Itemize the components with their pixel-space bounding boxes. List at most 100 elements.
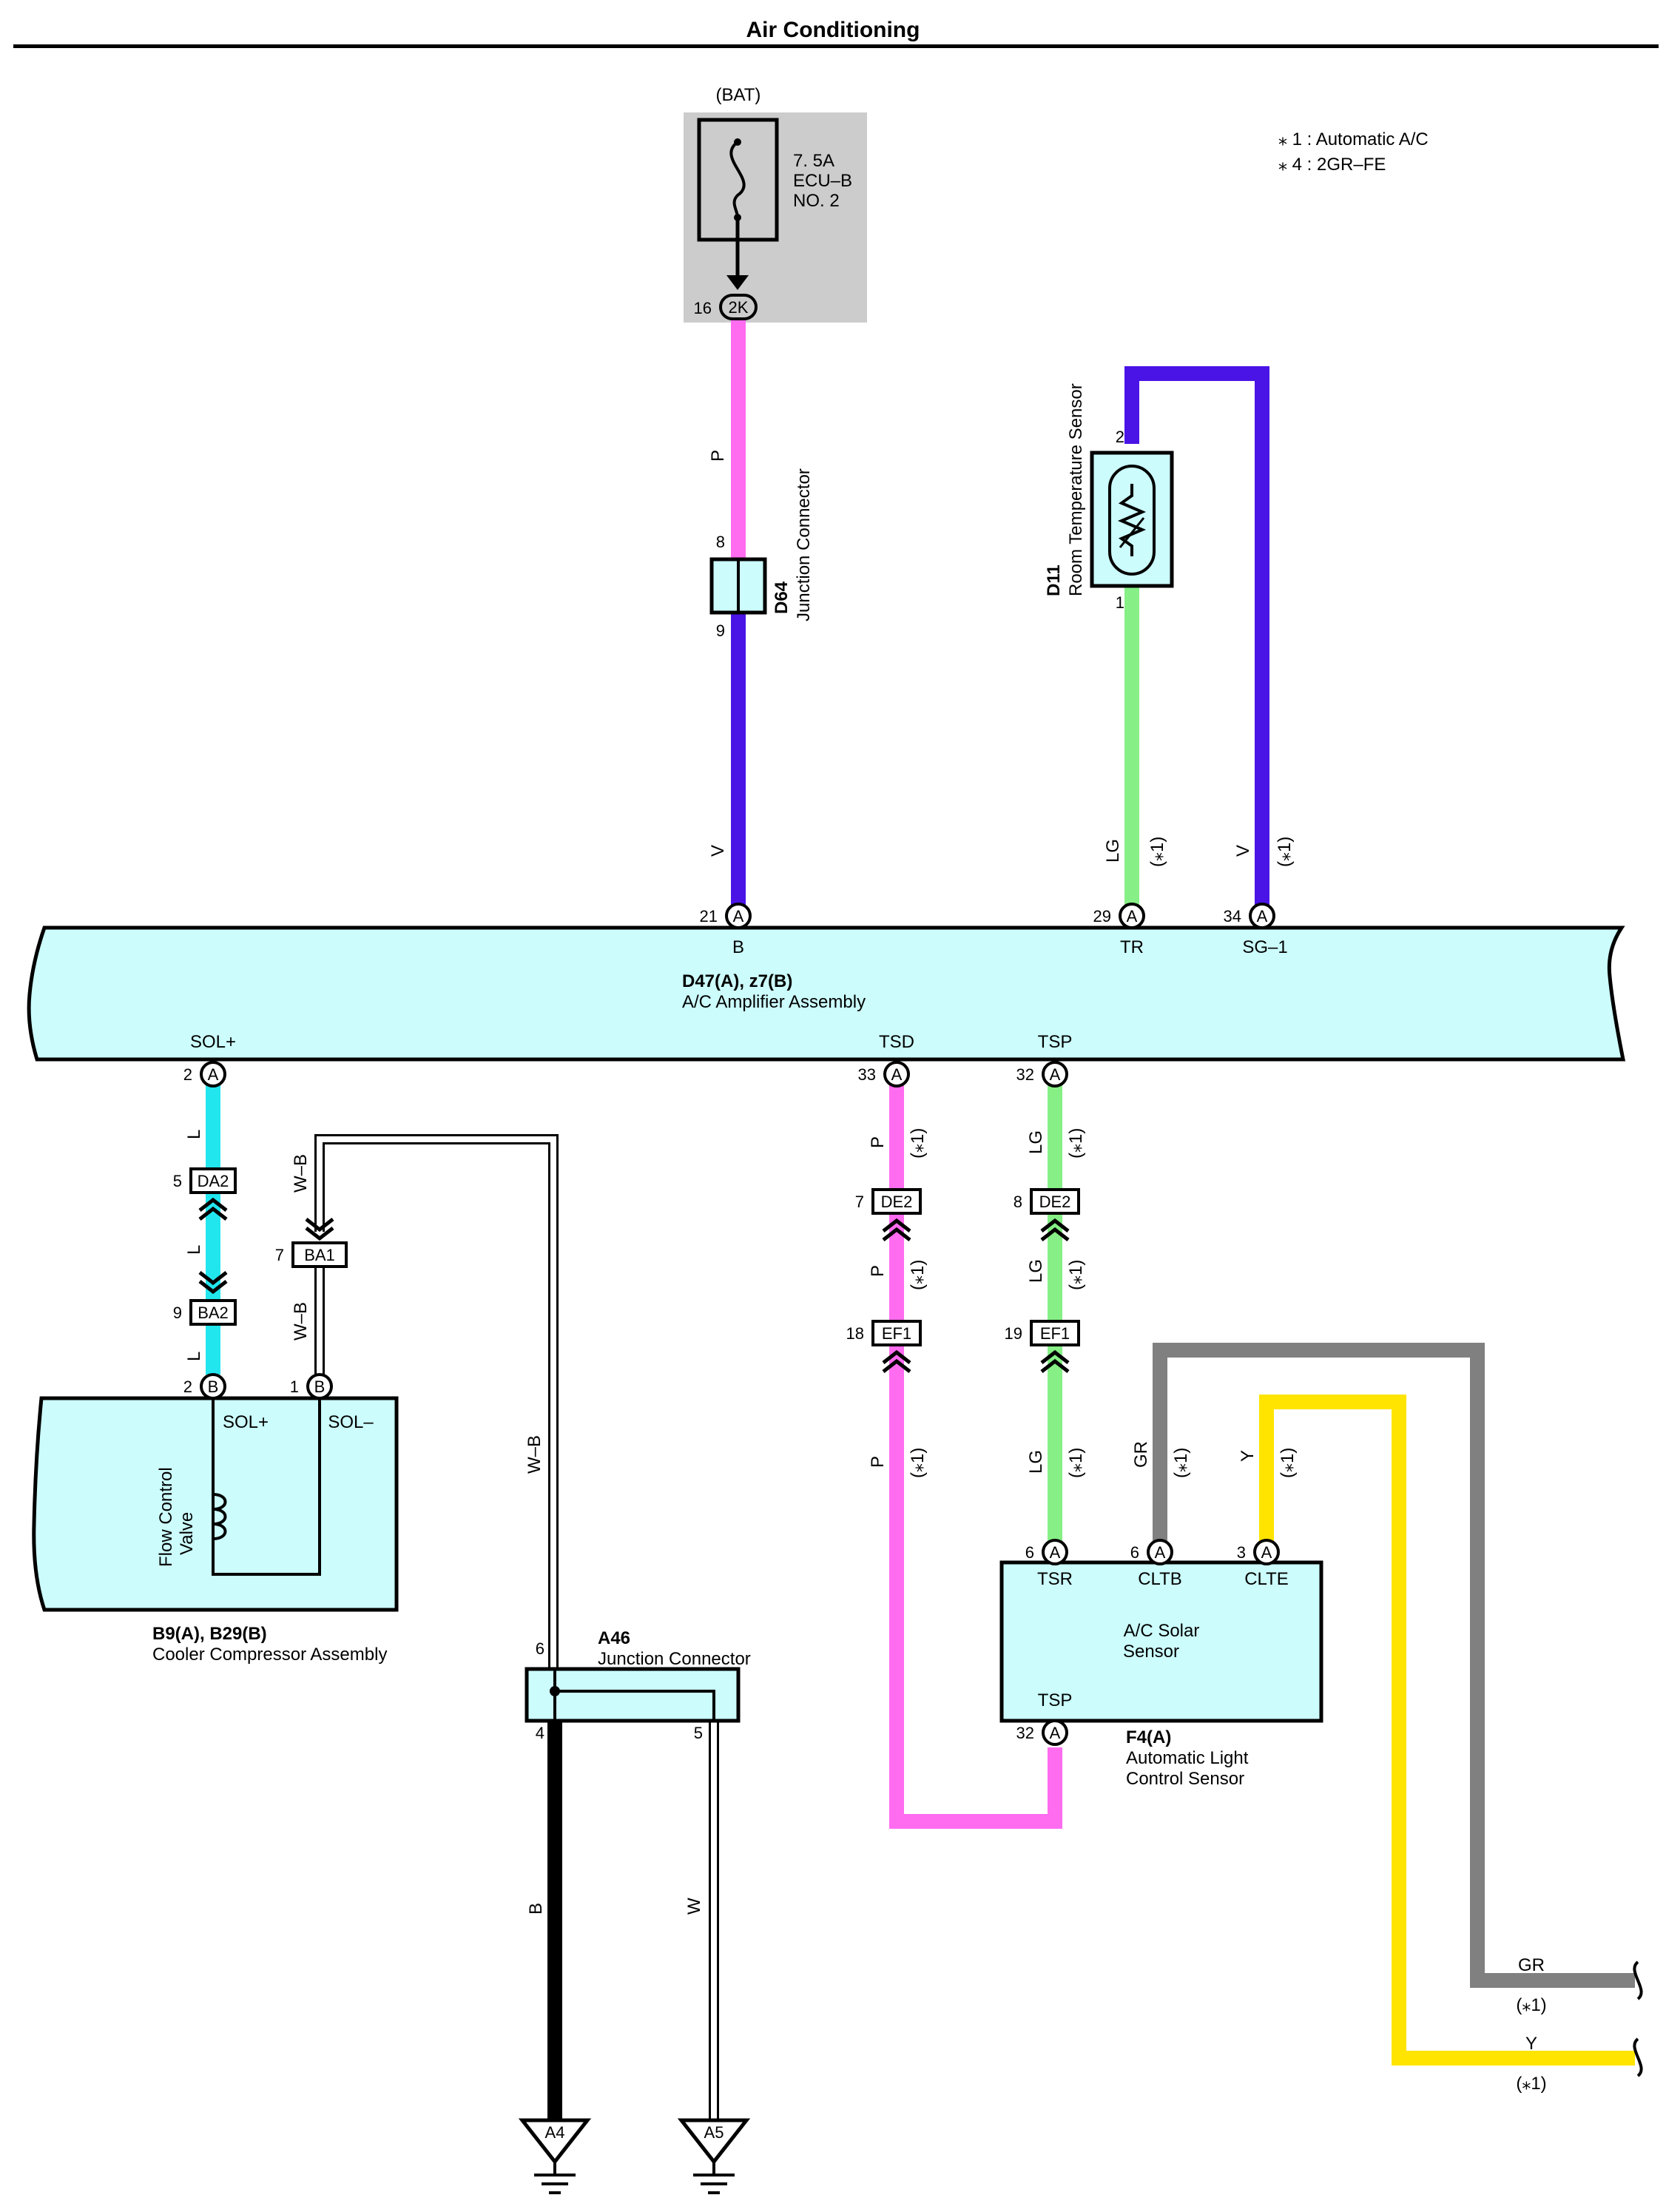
solenoid-coil-icon — [212, 1493, 227, 1540]
svg-text:BA1: BA1 — [304, 1246, 335, 1264]
solar-sensor-name-1: Automatic Light — [1126, 1748, 1249, 1768]
wire-label-l-2: L — [184, 1245, 204, 1255]
svg-text:DE2: DE2 — [881, 1193, 913, 1211]
wire-label-lg-tsp-2: LG — [1026, 1259, 1046, 1283]
wire-y — [1259, 1395, 1635, 2066]
amplifier-code: D47(A), z7(B) — [682, 971, 792, 991]
note-1: ⁎ 1 : Automatic A/C — [1278, 129, 1429, 149]
svg-text:9: 9 — [716, 621, 725, 640]
wire-label-lg-tr: LG — [1103, 839, 1123, 863]
svg-text:TSR: TSR — [1037, 1569, 1073, 1589]
d64-junction-connector: 8 9 D64 Junction Connector — [709, 468, 814, 640]
solar-sensor-label-1: A/C Solar — [1124, 1621, 1200, 1641]
svg-text:32: 32 — [1016, 1724, 1034, 1742]
wire-note-tsd-3: (⁎1) — [908, 1448, 928, 1478]
sensor-pin-tsr: A 6 — [1025, 1539, 1068, 1565]
svg-text:SOL+: SOL+ — [190, 1032, 236, 1052]
wire-note-gr: (⁎1) — [1171, 1448, 1191, 1478]
connector-chevron-icon — [198, 1271, 228, 1286]
svg-text:1: 1 — [1116, 593, 1124, 612]
wire-label-y: Y — [1238, 1450, 1258, 1462]
wire-label-v-sg: V — [1233, 845, 1253, 857]
svg-text:TR: TR — [1120, 937, 1144, 957]
svg-text:8: 8 — [1014, 1193, 1022, 1211]
wire-note-tsp-3: (⁎1) — [1066, 1448, 1086, 1478]
continuation-break-icon — [1633, 1960, 1643, 2000]
ac-amplifier-assembly: D47(A), z7(B) A/C Amplifier Assembly — [27, 925, 1626, 1062]
wire-label-gr-end: GR — [1518, 1955, 1545, 1975]
wire-note-tsd-2: (⁎1) — [908, 1260, 928, 1290]
compressor-pin-sol-minus: B 1 — [290, 1373, 333, 1400]
a46-code: A46 — [598, 1628, 630, 1648]
svg-text:7: 7 — [855, 1193, 864, 1211]
svg-text:B: B — [314, 1378, 326, 1396]
wire-label-l-3: L — [184, 1352, 204, 1361]
svg-text:33: 33 — [858, 1065, 876, 1084]
svg-text:8: 8 — [716, 533, 725, 551]
svg-text:A: A — [1155, 1543, 1166, 1562]
sensor-pin-tsp: A 32 — [1016, 1719, 1068, 1746]
svg-text:5: 5 — [173, 1172, 182, 1190]
connector-chevron-icon — [882, 1218, 911, 1233]
svg-text:SG–1: SG–1 — [1242, 937, 1287, 957]
connector-de2-tsp: DE2 8 — [1014, 1188, 1080, 1241]
svg-text:A: A — [1127, 907, 1138, 925]
svg-text:5: 5 — [694, 1724, 703, 1742]
svg-text:CLTE: CLTE — [1244, 1569, 1289, 1589]
svg-text:2: 2 — [1116, 428, 1124, 446]
svg-text:A: A — [891, 1065, 903, 1084]
wire-note-tr: (⁎1) — [1147, 837, 1167, 867]
wire-label-p: P — [708, 450, 728, 462]
wire-gr — [1153, 1343, 1635, 1988]
wire-note-y: (⁎1) — [1278, 1448, 1298, 1478]
svg-text:18: 18 — [846, 1324, 864, 1343]
d64-name: Junction Connector — [794, 468, 814, 621]
valve-label-2: Valve — [177, 1512, 197, 1555]
connector-ba2: BA2 9 — [173, 1271, 237, 1326]
connector-da2: DA2 5 — [173, 1167, 237, 1221]
svg-text:1: 1 — [290, 1378, 299, 1396]
sensor-pin-clte: A 3 — [1237, 1539, 1280, 1565]
amp-pin-tsp: A 32 TSP — [1016, 1032, 1072, 1088]
svg-text:B: B — [732, 937, 744, 957]
automatic-light-control-sensor: TSR CLTB CLTE A/C Solar Sensor TSP — [999, 1560, 1323, 1723]
compressor-pin-sol-plus: B 2 — [183, 1373, 226, 1400]
d64-code: D64 — [772, 581, 792, 614]
svg-text:6: 6 — [536, 1639, 544, 1658]
fuse-rating: 7. 5A — [793, 151, 834, 171]
amplifier-name: A/C Amplifier Assembly — [682, 992, 866, 1012]
wire-label-wb-2: W–B — [291, 1302, 311, 1341]
thermistor-icon — [1117, 484, 1147, 556]
connector-chevron-icon — [882, 1349, 911, 1364]
d11-code: D11 — [1044, 564, 1064, 596]
svg-text:EF1: EF1 — [882, 1324, 911, 1343]
continuation-break-icon — [1633, 2037, 1643, 2077]
svg-text:2K: 2K — [729, 298, 749, 317]
fuse-name: ECU–B — [793, 171, 852, 191]
connector-chevron-icon — [305, 1218, 334, 1233]
wire-label-b: B — [526, 1903, 546, 1915]
ground-a4: A4 — [518, 2118, 592, 2194]
fuse-source: (BAT) — [716, 85, 761, 105]
wire-label-p-tsd-1: P — [868, 1136, 888, 1148]
solar-sensor-name-2: Control Sensor — [1126, 1769, 1244, 1789]
d11-room-temperature-sensor: 2 1 D11 Room Temperature Sensor — [1044, 383, 1174, 612]
a46-name: Junction Connector — [598, 1649, 751, 1669]
svg-text:19: 19 — [1005, 1324, 1022, 1343]
wire-label-p-tsd-3: P — [868, 1456, 888, 1468]
svg-text:EF1: EF1 — [1040, 1324, 1070, 1343]
d11-name: Room Temperature Sensor — [1066, 383, 1086, 596]
svg-text:BA2: BA2 — [198, 1304, 229, 1322]
wire-label-wb-1: W–B — [291, 1154, 311, 1193]
wire-label-p-tsd-2: P — [868, 1265, 888, 1277]
sensor-pin-cltb: A 6 — [1130, 1539, 1173, 1565]
connector-ef1-tsd: EF1 18 — [846, 1320, 922, 1373]
connector-chevron-icon — [1040, 1218, 1070, 1233]
amp-pin-sg1: A 34 SG–1 — [1224, 903, 1288, 957]
wire-label-y-end: Y — [1525, 2034, 1537, 2054]
wire-v-sg — [1124, 366, 1269, 908]
svg-text:A4: A4 — [545, 2123, 565, 2142]
wire-label-l-1: L — [184, 1130, 204, 1139]
a46-junction-connector: A46 Junction Connector 6 4 5 — [525, 1628, 751, 1742]
